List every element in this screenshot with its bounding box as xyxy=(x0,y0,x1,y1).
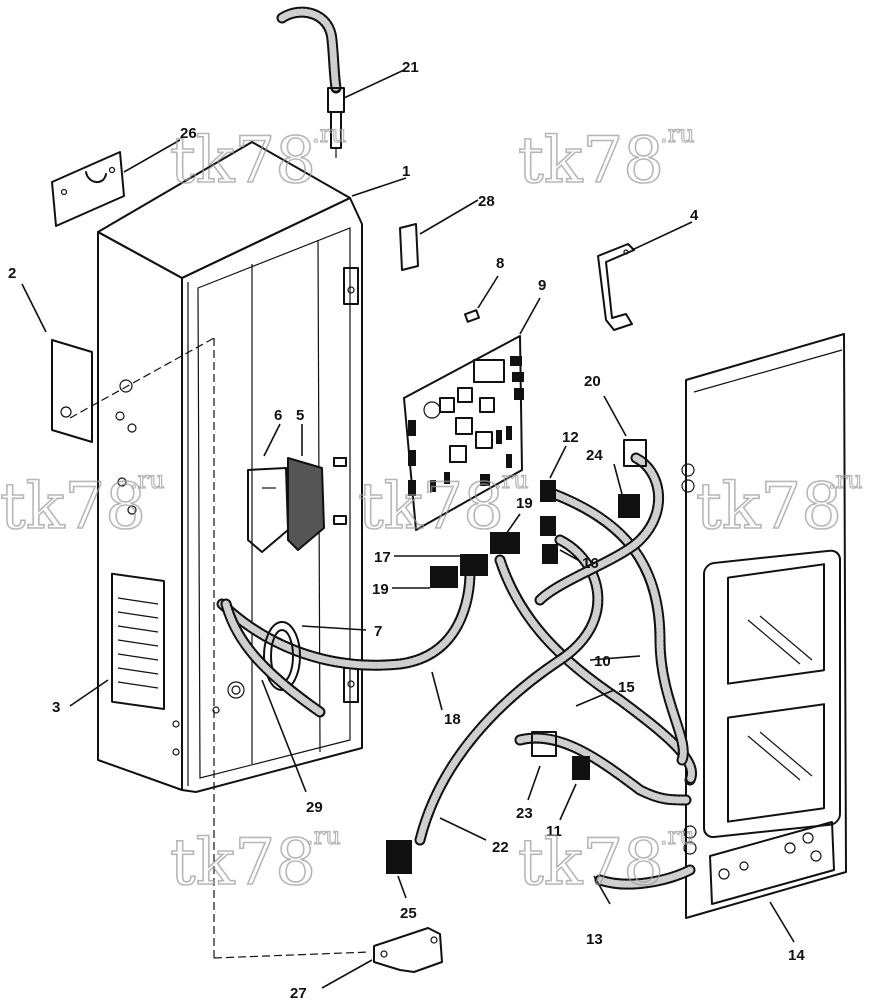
conduit xyxy=(220,598,326,718)
watermark-suffix-2: .ru xyxy=(660,120,695,148)
mounting-bracket-part-4 xyxy=(597,243,635,331)
clip-part-28 xyxy=(399,223,419,271)
watermark-main-7: tk78 xyxy=(518,826,664,900)
callout-6: 6 xyxy=(274,407,282,424)
watermark-suffix-1: .ru xyxy=(312,120,347,148)
callout-4: 4 xyxy=(690,207,699,224)
watermark-main-6: tk78 xyxy=(170,826,316,900)
callout-18: 18 xyxy=(444,711,461,728)
watermark-main-4: tk78 xyxy=(358,470,504,544)
watermark-suffix-5: .ru xyxy=(828,466,863,494)
callout-20: 20 xyxy=(584,373,601,390)
connectors xyxy=(386,439,647,874)
watermark-main-5: tk78 xyxy=(696,470,842,544)
callout-2: 2 xyxy=(8,265,16,282)
callout-21: 21 xyxy=(402,59,419,76)
watermark-suffix-6: .ru xyxy=(306,822,341,850)
callout-leaders xyxy=(21,69,795,989)
switch-plate-part-2 xyxy=(51,339,93,443)
watermark-suffix-3: .ru xyxy=(130,466,165,494)
callout-17: 17 xyxy=(374,549,391,566)
callout-9: 9 xyxy=(538,277,546,294)
callout-27: 27 xyxy=(290,985,307,1000)
callout-24: 24 xyxy=(586,447,603,464)
watermark-main-2: tk78 xyxy=(518,124,664,198)
decal-lines xyxy=(117,597,159,689)
insulator-part-6 xyxy=(247,467,289,553)
callout-12: 12 xyxy=(562,429,579,446)
callout-14: 14 xyxy=(788,947,805,964)
callout-10: 10 xyxy=(594,653,611,670)
callout-11: 11 xyxy=(546,823,562,840)
callout-28: 28 xyxy=(478,193,495,210)
watermark-suffix-7: .ru xyxy=(660,822,695,850)
gasket-part-5 xyxy=(287,457,325,551)
callout-13: 13 xyxy=(586,931,603,948)
callout-15: 15 xyxy=(618,679,635,696)
callout-8: 8 xyxy=(496,255,504,272)
control-box-cabinet xyxy=(97,141,363,793)
cover-plate-part-26 xyxy=(51,151,125,227)
fuse-part-8 xyxy=(463,309,481,323)
bracket-part-27 xyxy=(373,927,443,973)
temperature-sensor-part-21 xyxy=(276,6,345,158)
standoff-upper xyxy=(333,457,347,467)
callout-5: 5 xyxy=(296,407,304,424)
callout-22: 22 xyxy=(492,839,509,856)
wire-harnesses xyxy=(216,452,697,890)
circuit-board-part-9 xyxy=(403,335,524,531)
callout-29: 29 xyxy=(306,799,323,816)
callout-1: 1 xyxy=(402,163,410,180)
callout-19-right: 19 xyxy=(516,495,533,512)
callout-25: 25 xyxy=(400,905,417,922)
callout-19-left: 19 xyxy=(372,581,389,598)
watermark-main-3: tk78 xyxy=(0,470,146,544)
callout-labels: 1 2 3 4 5 6 7 8 9 10 11 12 13 14 15 16 1… xyxy=(8,59,805,1000)
watermarks: tk78 .ru tk78 .ru tk78 .ru tk78 .ru tk78… xyxy=(0,119,863,900)
callout-26: 26 xyxy=(180,125,197,142)
callout-16: 16 xyxy=(582,555,599,572)
callout-3: 3 xyxy=(52,699,60,716)
watermark-main-1: tk78 xyxy=(170,124,316,198)
callout-23: 23 xyxy=(516,805,533,822)
watermark-suffix-4: .ru xyxy=(494,466,529,494)
standoff-lower xyxy=(333,515,347,525)
door-panel-part-14 xyxy=(681,333,847,919)
callout-7: 7 xyxy=(374,623,382,640)
